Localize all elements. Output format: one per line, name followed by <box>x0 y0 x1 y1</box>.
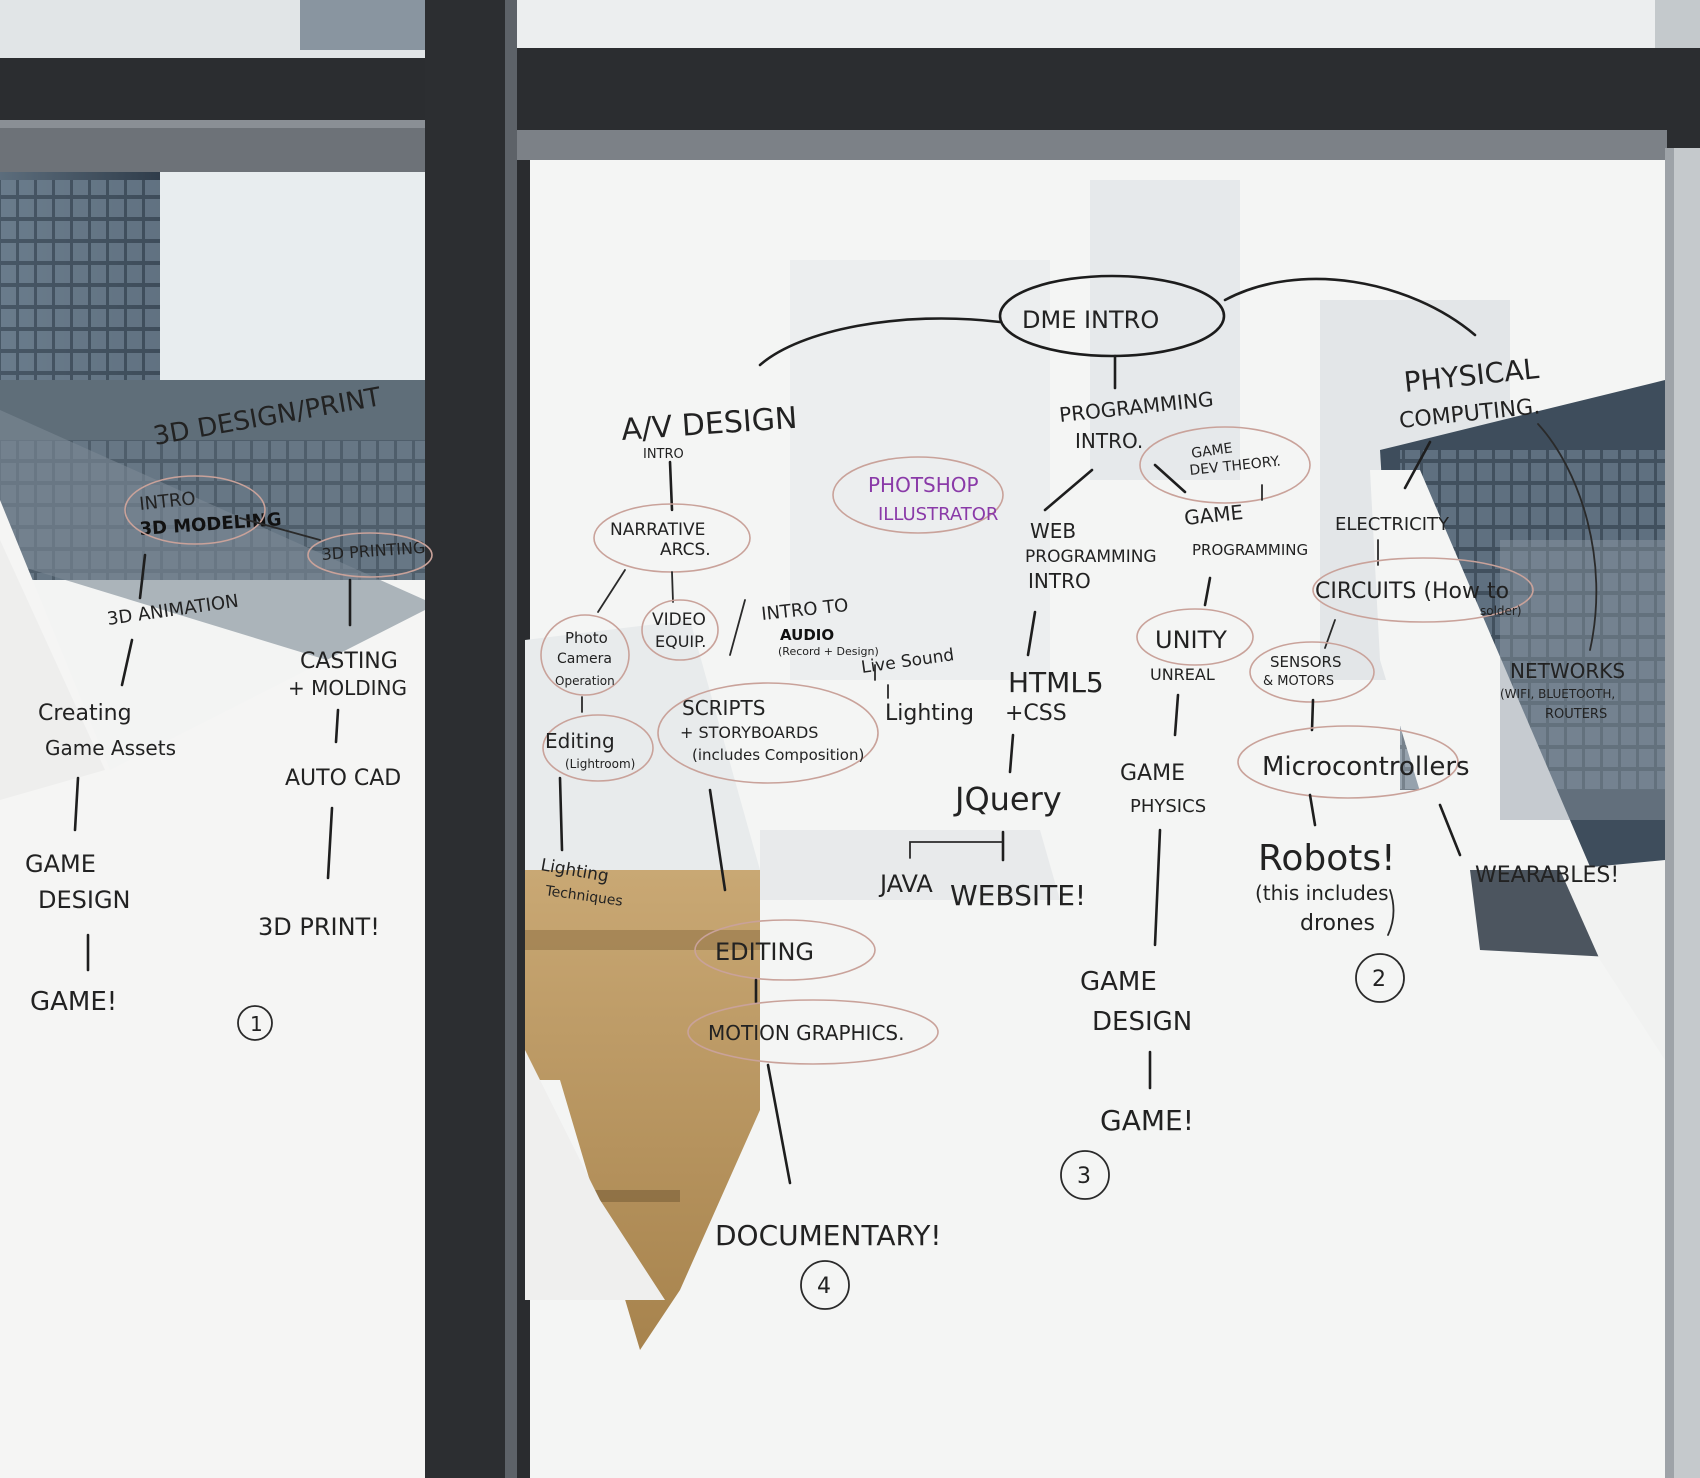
node-audio: AUDIO <box>780 626 834 644</box>
node-sensors: SENSORS <box>1270 653 1342 671</box>
node-molding: + MOLDING <box>288 676 407 700</box>
node-av-intro: INTRO <box>643 447 684 462</box>
node-motion-graphics: MOTION GRAPHICS. <box>708 1021 904 1045</box>
node-electricity: ELECTRICITY <box>1335 514 1450 535</box>
main-diagram: DME INTRO A/V DESIGN INTRO PHOTSHOP ILLU… <box>539 274 1625 1310</box>
node-equip: EQUIP. <box>655 632 706 651</box>
top-right-glass <box>505 0 1655 48</box>
right-number-2: 2 <box>1372 967 1386 992</box>
node-this-includes: (this includes <box>1255 881 1389 905</box>
node-photoshop: PHOTSHOP <box>868 473 979 497</box>
node-documentary: DOCUMENTARY! <box>715 1219 942 1252</box>
node-game-design-2: DESIGN <box>1092 1007 1192 1037</box>
node-java: JAVA <box>878 870 933 898</box>
node-lightroom: (Lightroom) <box>565 757 635 771</box>
node-circuits: CIRCUITS (How to <box>1315 579 1509 604</box>
node-casting: CASTING <box>300 649 398 674</box>
node-motors: & MOTORS <box>1263 674 1334 689</box>
node-web-3: INTRO <box>1028 569 1091 593</box>
node-drones: drones <box>1300 911 1375 936</box>
node-game-physics-1: GAME <box>1120 761 1185 786</box>
node-networks: NETWORKS <box>1510 659 1625 683</box>
node-website: WEBSITE! <box>950 879 1086 912</box>
node-narrative: NARRATIVE <box>610 520 705 540</box>
node-arcs: ARCS. <box>660 540 711 560</box>
node-wearables: WEARABLES! <box>1475 863 1619 888</box>
node-css: +CSS <box>1005 701 1067 726</box>
node-illustrator: ILLUSTRATOR <box>878 504 998 525</box>
node-game-physics-2: PHYSICS <box>1130 796 1206 817</box>
node-operation: Operation <box>555 674 615 688</box>
node-web-2: PROGRAMMING <box>1025 547 1157 567</box>
center-number-3: 3 <box>1077 1164 1091 1189</box>
node-record-design: (Record + Design) <box>778 645 879 658</box>
node-game-prog-2: PROGRAMMING <box>1192 541 1308 559</box>
node-video: VIDEO <box>652 610 706 630</box>
node-jquery: JQuery <box>953 780 1062 818</box>
node-camera: Camera <box>557 651 612 667</box>
node-scripts: SCRIPTS <box>682 696 765 720</box>
node-autocad: AUTO CAD <box>285 766 401 791</box>
node-game-final: GAME! <box>30 987 117 1017</box>
node-game-final-center: GAME! <box>1100 1104 1194 1137</box>
node-game-dev-1: GAME <box>1190 440 1233 462</box>
node-editing-lr: Editing <box>545 729 615 753</box>
left-branch-number: 1 <box>250 1012 263 1036</box>
node-photo: Photo <box>565 629 608 647</box>
node-unity: UNITY <box>1155 626 1227 654</box>
node-unreal: UNREAL <box>1150 665 1215 684</box>
node-wifi: (WIFI, BLUETOOTH, <box>1500 687 1615 701</box>
node-design: DESIGN <box>38 886 131 914</box>
node-3d-print-final: 3D PRINT! <box>258 913 380 941</box>
root-oval <box>998 274 1226 358</box>
node-storyboards: + STORYBOARDS <box>680 723 818 742</box>
node-dme-intro: DME INTRO <box>1022 306 1159 334</box>
left-panel <box>0 172 425 1478</box>
node-game-assets: Game Assets <box>45 736 176 760</box>
center-number-4: 4 <box>817 1274 831 1299</box>
node-game-design-1: GAME <box>1080 967 1157 997</box>
node-editing: EDITING <box>715 938 814 966</box>
node-game: GAME <box>25 850 96 878</box>
node-html5: HTML5 <box>1008 666 1104 699</box>
node-circuits-2: solder) <box>1480 604 1522 618</box>
node-includes-composition: (includes Composition) <box>692 746 864 764</box>
node-creating: Creating <box>38 701 132 726</box>
node-prog-intro: INTRO. <box>1075 429 1143 453</box>
node-web-1: WEB <box>1030 519 1076 543</box>
node-microcontrollers: Microcontrollers <box>1262 752 1470 782</box>
node-lighting: Lighting <box>885 701 974 726</box>
node-routers: ROUTERS <box>1545 707 1607 722</box>
node-robots: Robots! <box>1258 838 1396 879</box>
